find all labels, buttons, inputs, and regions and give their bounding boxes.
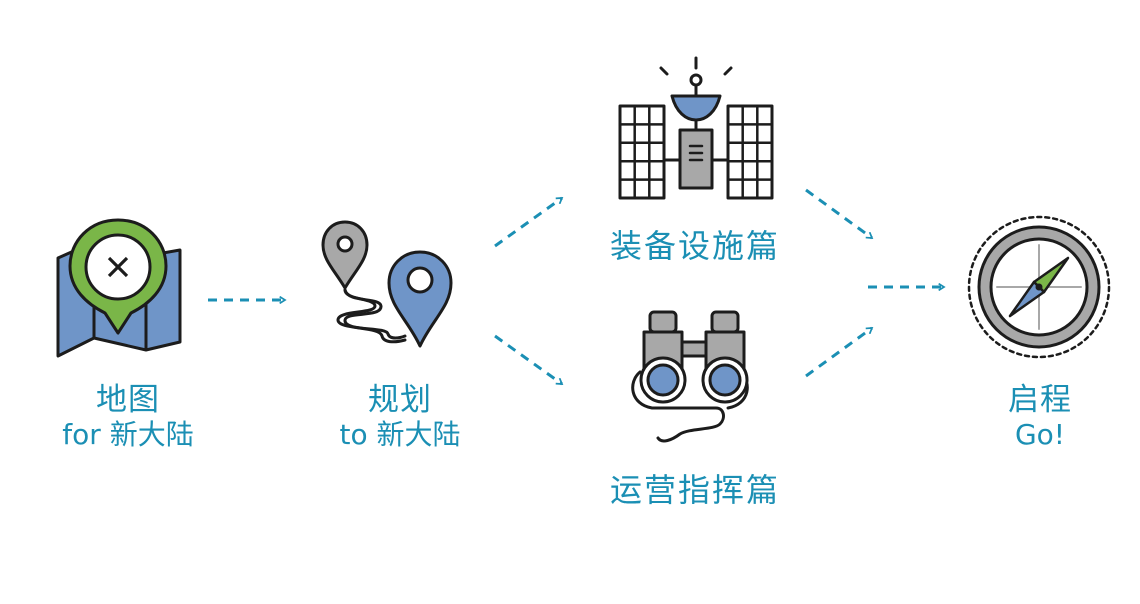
step-map-subtitle: for 新大陆 [62,417,194,451]
binoculars-icon [631,310,749,443]
step-plan-title: 规划 [368,382,432,418]
arrow-equip-to-go [805,188,872,240]
arrow-ops-to-go [805,326,872,378]
arrow-plan-to-ops [494,334,562,386]
step-ops-label: 运营指挥篇 [570,472,820,509]
step-equip-title: 装备设施篇 [609,227,780,265]
step-map-label: 地图 for 新大陆 [28,382,228,451]
step-map-title: 地图 [96,382,160,418]
step-go-label: 启程 Go! [940,382,1140,451]
satellite-icon [618,56,774,200]
arrow-plan-to-equip [494,196,562,248]
step-go-subtitle: Go! [1014,417,1066,451]
map-pin-icon [56,218,182,358]
step-plan-label: 规划 to 新大陆 [300,382,500,451]
route-icon [321,220,453,348]
step-equip-label: 装备设施篇 [570,228,820,265]
step-ops-title: 运营指挥篇 [609,471,780,509]
step-plan-subtitle: to 新大陆 [339,417,461,451]
step-go-title: 启程 [1008,382,1072,418]
connectors [208,188,944,386]
compass-icon [967,215,1111,359]
